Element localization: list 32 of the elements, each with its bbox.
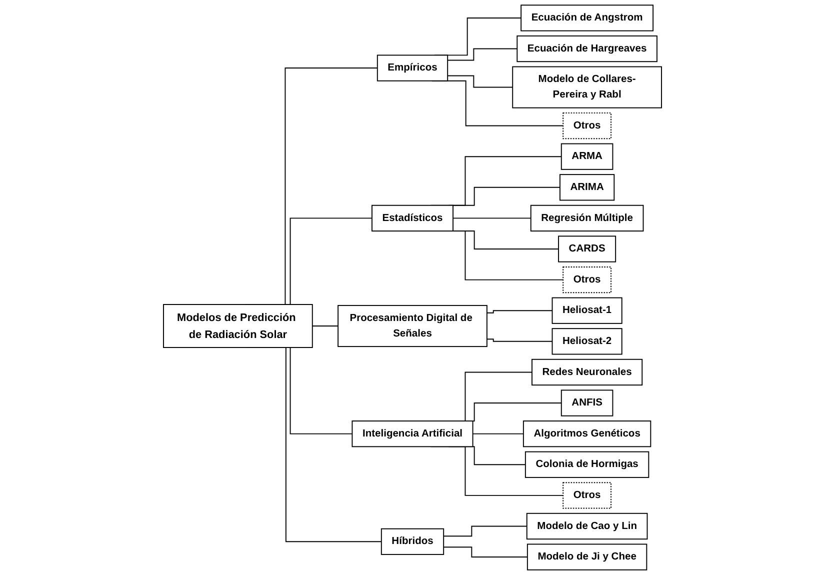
- connector: [447, 75, 514, 88]
- node-box: Procesamiento Digital de Señales: [338, 304, 488, 348]
- node-box: CARDS: [558, 236, 616, 262]
- node-box: Híbridos: [380, 528, 444, 555]
- node-box: Modelo de Collares-Pereira y Rabl: [512, 66, 662, 108]
- connector: [486, 338, 553, 342]
- node-box: Modelo de Ji y Chee: [526, 544, 648, 570]
- node-box: Algoritmos Genéticos: [522, 420, 652, 448]
- node-box: Otros: [562, 112, 612, 140]
- node-box: Inteligencia Artificial: [352, 420, 474, 448]
- node-box: ANFIS: [560, 390, 614, 416]
- connector: [472, 433, 524, 434]
- node-box: Colonia de Hormigas: [524, 451, 650, 478]
- connector: [486, 310, 553, 314]
- node-box: Ecuación de Angstrom: [520, 4, 654, 32]
- node-box: ARMA: [560, 143, 614, 170]
- node-box: Estadísticos: [372, 204, 454, 232]
- connector: [443, 546, 528, 558]
- node-box: Redes Neuronales: [532, 358, 643, 386]
- node-box: Modelos de Predicción de Radiación Solar: [163, 304, 313, 348]
- connector: [452, 218, 532, 219]
- node-box: Empíricos: [376, 54, 448, 82]
- node-box: Modelo de Cao y Lin: [526, 512, 648, 540]
- node-box: Regresión Múltiple: [530, 204, 644, 232]
- node-box: Ecuación de Hargreaves: [516, 35, 658, 62]
- node-box: Otros: [562, 482, 612, 509]
- node-box: ARIMA: [559, 174, 615, 201]
- connector: [447, 48, 518, 61]
- node-box: Heliosat-1: [552, 297, 622, 324]
- node-box: Otros: [562, 266, 612, 294]
- node-box: Heliosat-2: [552, 328, 622, 355]
- connector: [443, 526, 528, 537]
